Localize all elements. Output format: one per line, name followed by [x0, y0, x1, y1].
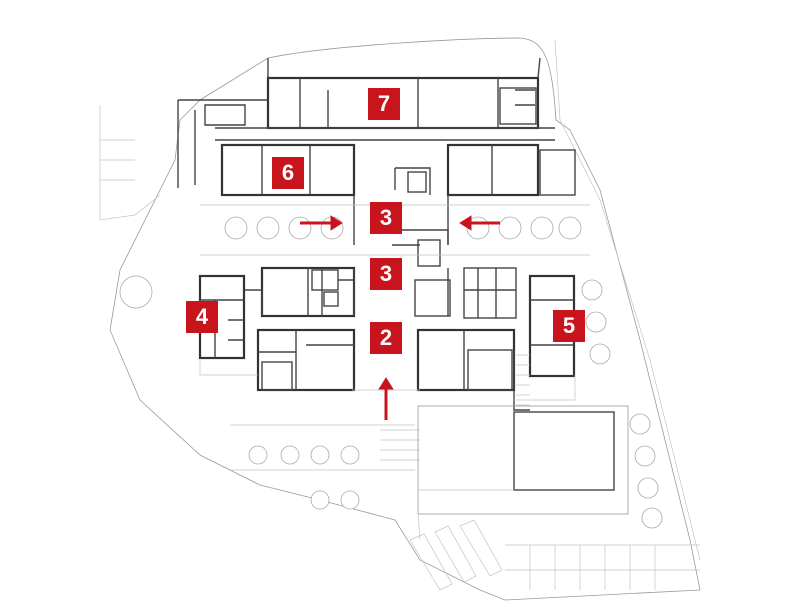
area-7-label: 7: [368, 88, 400, 120]
area-3-lower-label: 3: [370, 258, 402, 290]
courtyard-trees: [224, 216, 582, 240]
south-trees: [248, 445, 360, 510]
area-3-upper-label: 3: [370, 202, 402, 234]
area-4-label: 4: [186, 301, 218, 333]
area-2-label: 2: [370, 322, 402, 354]
east-trees: [119, 275, 663, 529]
parking: [409, 519, 700, 591]
area-5-label: 5: [553, 310, 585, 342]
area-6-label: 6: [272, 157, 304, 189]
wing-6: [220, 143, 356, 197]
entry-arrows: [300, 215, 500, 420]
